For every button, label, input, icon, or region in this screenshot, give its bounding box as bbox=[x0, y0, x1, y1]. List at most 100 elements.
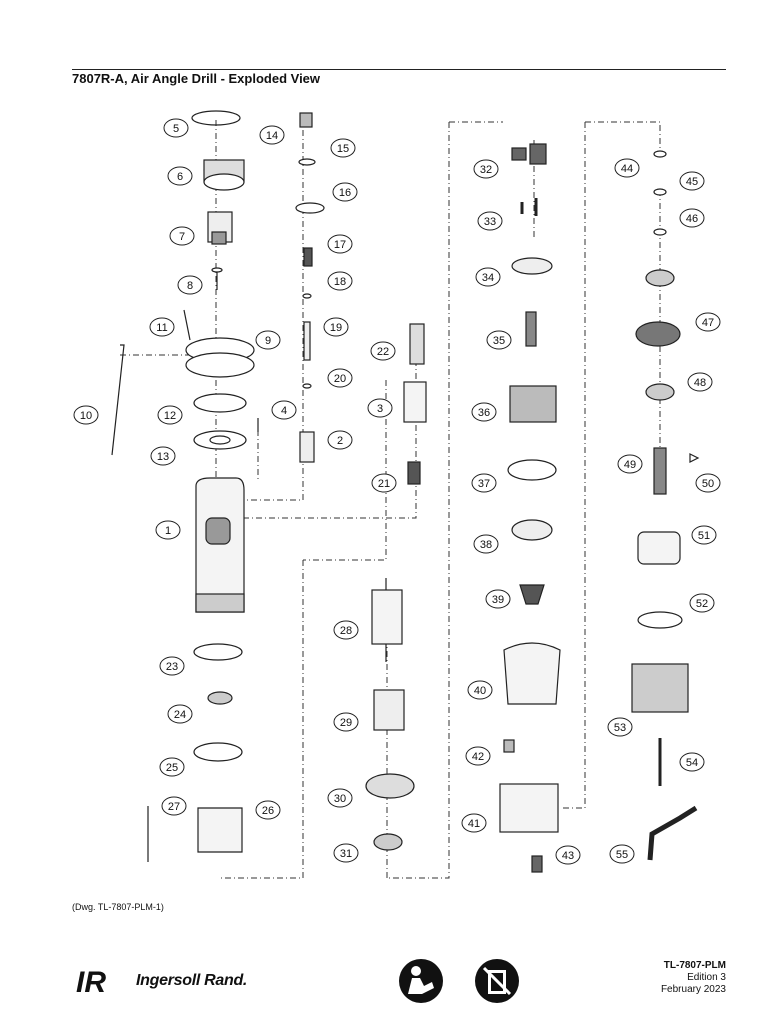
callout-41: 41 bbox=[461, 813, 487, 833]
callout-number: 26 bbox=[262, 805, 274, 817]
callout-7: 7 bbox=[169, 226, 195, 246]
parts bbox=[111, 110, 700, 873]
callout-number: 9 bbox=[265, 335, 271, 347]
callout-number: 31 bbox=[340, 848, 352, 860]
callout-number: 20 bbox=[334, 373, 346, 385]
callout-number: 55 bbox=[616, 849, 628, 861]
callout-26: 26 bbox=[255, 800, 281, 820]
callout-35: 35 bbox=[486, 330, 512, 350]
callout-number: 48 bbox=[694, 377, 706, 389]
callout-number: 30 bbox=[334, 793, 346, 805]
callout-12: 12 bbox=[157, 405, 183, 425]
callout-number: 17 bbox=[334, 239, 346, 251]
callout-36: 36 bbox=[471, 402, 497, 422]
callout-5: 5 bbox=[163, 118, 189, 138]
callout-number: 36 bbox=[478, 407, 490, 419]
callout-45: 45 bbox=[679, 171, 705, 191]
callout-4: 4 bbox=[271, 400, 297, 420]
callout-number: 21 bbox=[378, 478, 390, 490]
callout-number: 52 bbox=[696, 598, 708, 610]
callout-number: 46 bbox=[686, 213, 698, 225]
callout-2: 2 bbox=[327, 430, 353, 450]
callout-38: 38 bbox=[473, 534, 499, 554]
callout-9: 9 bbox=[255, 330, 281, 350]
callout-number: 14 bbox=[266, 130, 278, 142]
callout-number: 6 bbox=[177, 171, 183, 183]
callout-10: 10 bbox=[73, 405, 99, 425]
callout-21: 21 bbox=[371, 473, 397, 493]
callout-52: 52 bbox=[689, 593, 715, 613]
callout-number: 47 bbox=[702, 317, 714, 329]
callout-number: 2 bbox=[337, 435, 343, 447]
document-code: TL-7807-PLM bbox=[663, 960, 726, 971]
callout-number: 40 bbox=[474, 685, 486, 697]
callout-number: 33 bbox=[484, 216, 496, 228]
callout-30: 30 bbox=[327, 788, 353, 808]
callout-24: 24 bbox=[167, 704, 193, 724]
callout-20: 20 bbox=[327, 368, 353, 388]
callout-47: 47 bbox=[695, 312, 721, 332]
callout-bubbles: 1234567891011121314151617181920212223242… bbox=[73, 118, 721, 865]
callout-6: 6 bbox=[167, 166, 193, 186]
callout-14: 14 bbox=[259, 125, 285, 145]
callout-55: 55 bbox=[609, 844, 635, 864]
callout-43: 43 bbox=[555, 845, 581, 865]
edition: Edition 3 bbox=[687, 972, 726, 983]
callout-number: 45 bbox=[686, 176, 698, 188]
callout-number: 15 bbox=[337, 143, 349, 155]
callout-27: 27 bbox=[161, 796, 187, 816]
callout-number: 50 bbox=[702, 478, 714, 490]
read-manual-icon bbox=[399, 959, 443, 1003]
callout-number: 7 bbox=[179, 231, 185, 243]
callout-29: 29 bbox=[333, 712, 359, 732]
callout-number: 18 bbox=[334, 276, 346, 288]
callout-number: 5 bbox=[173, 123, 179, 135]
callout-number: 3 bbox=[377, 403, 383, 415]
callout-number: 29 bbox=[340, 717, 352, 729]
callout-number: 4 bbox=[281, 405, 287, 417]
drawing-reference: (Dwg. TL-7807-PLM-1) bbox=[72, 902, 164, 912]
callout-number: 1 bbox=[165, 525, 171, 537]
callout-48: 48 bbox=[687, 372, 713, 392]
callout-number: 16 bbox=[339, 187, 351, 199]
callout-number: 13 bbox=[157, 451, 169, 463]
page-title: 7807R-A, Air Angle Drill - Exploded View bbox=[72, 71, 321, 86]
callout-17: 17 bbox=[327, 234, 353, 254]
callout-15: 15 bbox=[330, 138, 356, 158]
callout-number: 42 bbox=[472, 751, 484, 763]
ingersoll-rand-logo: IR bbox=[76, 966, 106, 999]
callout-11: 11 bbox=[149, 317, 175, 337]
svg-text:IR: IR bbox=[76, 966, 106, 999]
callout-42: 42 bbox=[465, 746, 491, 766]
callout-number: 19 bbox=[330, 322, 342, 334]
callout-number: 41 bbox=[468, 818, 480, 830]
callout-19: 19 bbox=[323, 317, 349, 337]
callout-number: 28 bbox=[340, 625, 352, 637]
callout-number: 54 bbox=[686, 757, 698, 769]
callout-34: 34 bbox=[475, 267, 501, 287]
callout-1: 1 bbox=[155, 520, 181, 540]
callout-25: 25 bbox=[159, 757, 185, 777]
callout-31: 31 bbox=[333, 843, 359, 863]
callout-37: 37 bbox=[471, 473, 497, 493]
callout-number: 44 bbox=[621, 163, 633, 175]
callout-number: 10 bbox=[80, 410, 92, 422]
callout-44: 44 bbox=[614, 158, 640, 178]
callout-54: 54 bbox=[679, 752, 705, 772]
callout-number: 22 bbox=[377, 346, 389, 358]
callout-number: 8 bbox=[187, 280, 193, 292]
callout-number: 25 bbox=[166, 762, 178, 774]
callout-40: 40 bbox=[467, 680, 493, 700]
callout-50: 50 bbox=[695, 473, 721, 493]
callout-number: 34 bbox=[482, 272, 494, 284]
callout-13: 13 bbox=[150, 446, 176, 466]
callout-number: 39 bbox=[492, 594, 504, 606]
callout-number: 53 bbox=[614, 722, 626, 734]
callout-number: 51 bbox=[698, 530, 710, 542]
callout-number: 12 bbox=[164, 410, 176, 422]
callout-46: 46 bbox=[679, 208, 705, 228]
callout-53: 53 bbox=[607, 717, 633, 737]
callout-number: 11 bbox=[156, 322, 167, 334]
callout-number: 49 bbox=[624, 459, 636, 471]
callout-number: 24 bbox=[174, 709, 186, 721]
